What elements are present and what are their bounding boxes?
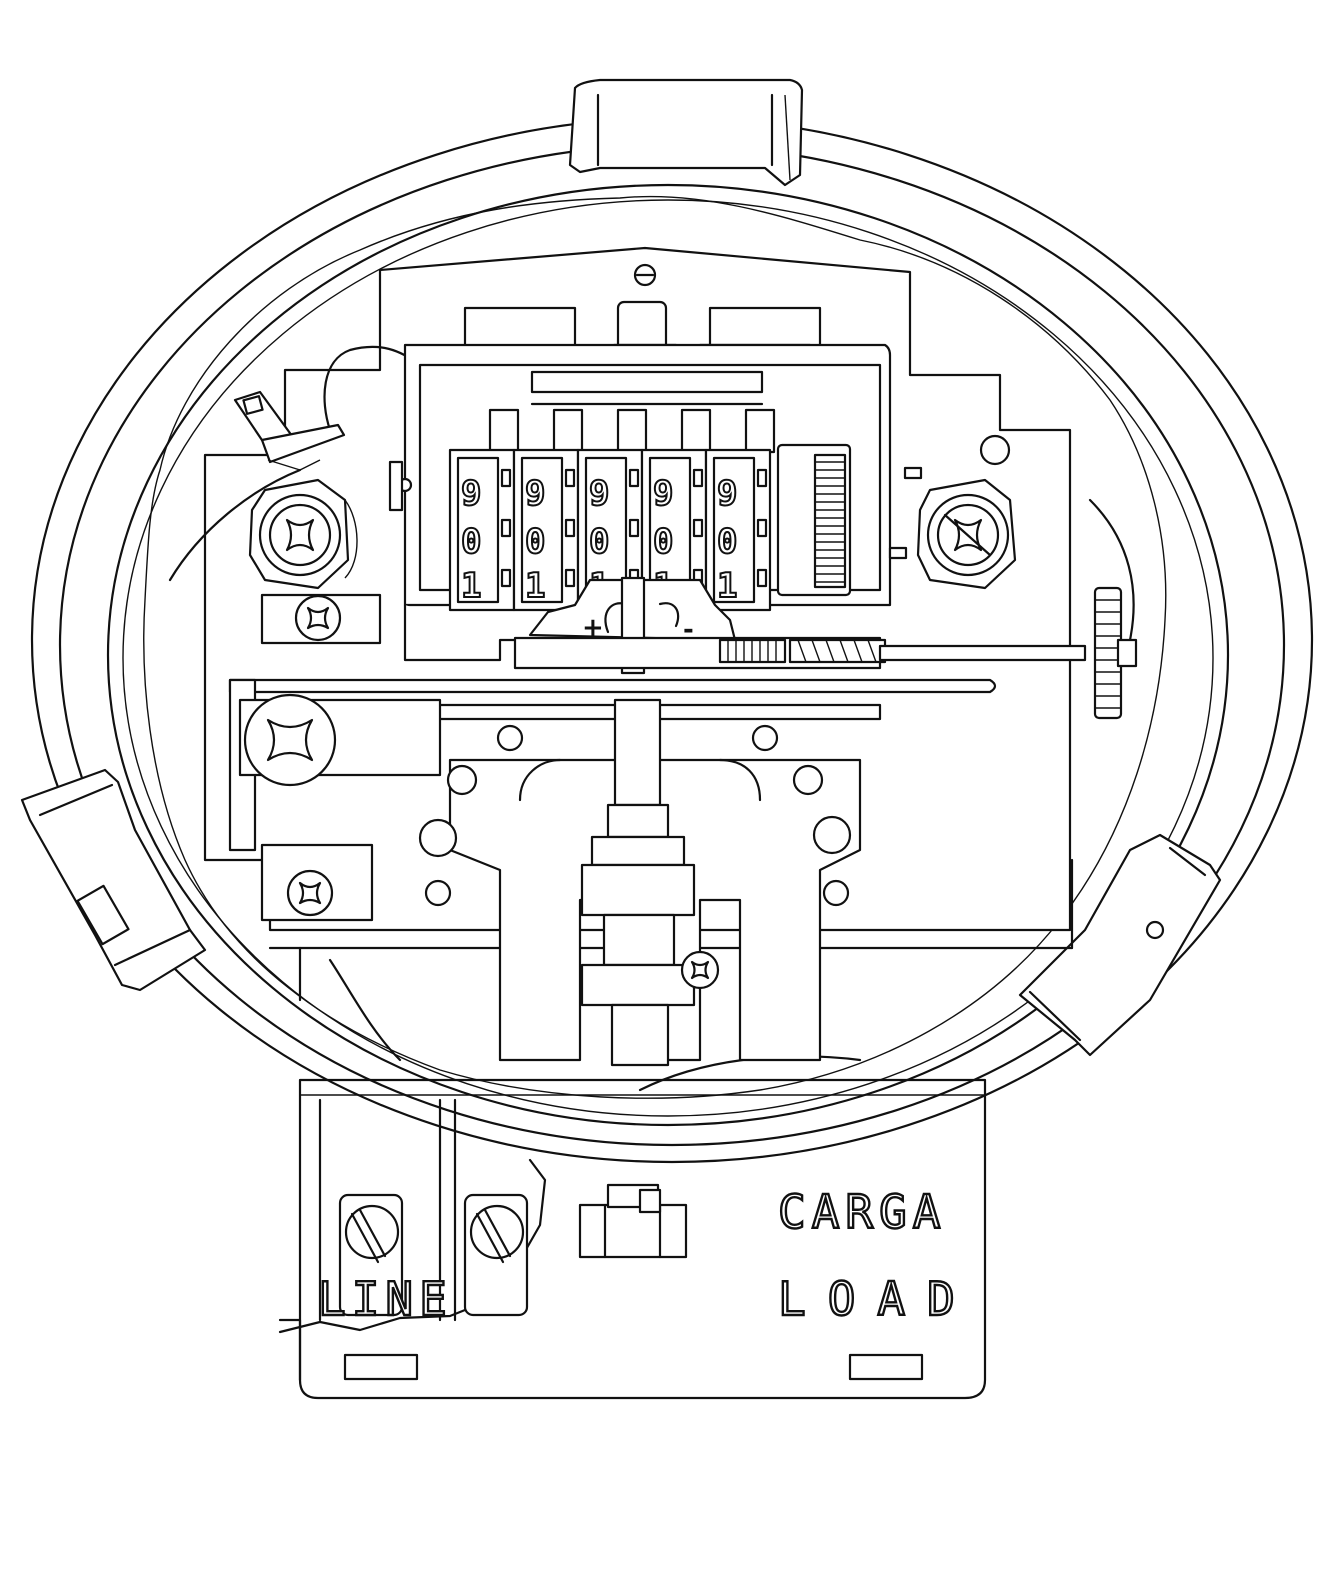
wire-right	[1088, 498, 1135, 642]
dial-4-top: 9	[653, 474, 673, 514]
wire-left-upper	[323, 345, 422, 432]
register-dials: 9 0 1 9 0 1 9 0 1	[448, 408, 852, 612]
frame-screw-upper	[260, 593, 382, 645]
dial-3-middle: 0	[589, 522, 609, 562]
line-terminal-screw-1	[338, 1193, 404, 1317]
base-latch	[578, 1183, 688, 1259]
dial-2-top: 9	[525, 474, 545, 514]
ring-clip-right	[1018, 833, 1222, 1057]
dial-1: 9 0 1	[448, 408, 520, 612]
carga-label: CARGA	[778, 1185, 946, 1239]
dial-1-top: 9	[461, 474, 481, 514]
dial-2-middle: 0	[525, 522, 545, 562]
dial-2: 9 0 1	[512, 408, 584, 612]
register-gear	[776, 443, 852, 597]
dial-5-middle: 0	[717, 522, 737, 562]
frame-screw-lower	[260, 843, 374, 922]
dial-5-top: 9	[717, 474, 737, 514]
dial-5-bottom: 1	[717, 566, 737, 606]
worm-shaft	[513, 586, 1138, 720]
terminal-lug-left	[248, 478, 358, 590]
dial-1-bottom: 1	[461, 566, 481, 606]
wire-connector	[233, 390, 346, 471]
dial-4-middle: 0	[653, 522, 673, 562]
dial-5: 9 0 1	[704, 408, 776, 612]
ring-clip-left	[20, 768, 207, 992]
terminal-lug-right	[916, 478, 1017, 590]
plus-sign: +	[582, 613, 604, 643]
line-label: LINE	[318, 1272, 453, 1326]
base-slot-right	[848, 1353, 924, 1381]
dial-1-middle: 0	[461, 522, 481, 562]
rotor-shaft	[580, 698, 720, 1067]
rotor-plate	[228, 605, 997, 852]
dial-3-top: 9	[589, 474, 609, 514]
base-slot-left	[343, 1353, 419, 1381]
load-label: LOAD	[778, 1272, 977, 1326]
wire-bottom-left	[328, 958, 402, 1062]
minus-sign: -	[683, 615, 694, 645]
line-terminal-screw-2	[463, 1193, 529, 1317]
wire-left-lower	[168, 468, 302, 582]
dial-2-bottom: 1	[525, 566, 545, 606]
ring-clip-top	[568, 78, 804, 187]
meter-base: LINE CARGA LOAD	[278, 1078, 987, 1400]
